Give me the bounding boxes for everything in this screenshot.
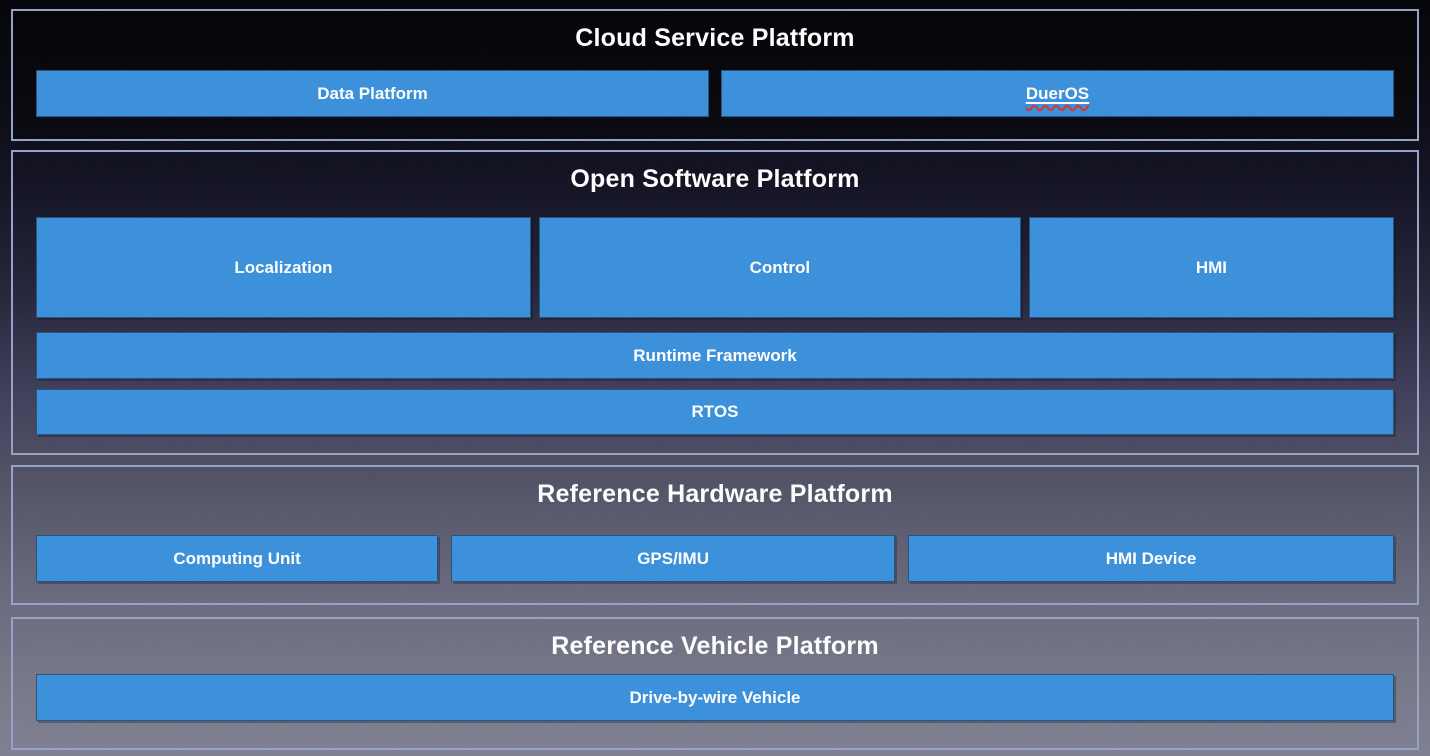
- block-label: Data Platform: [317, 83, 428, 103]
- block-hmi-device: HMI Device: [908, 535, 1394, 582]
- block-rtos: RTOS: [36, 389, 1394, 435]
- block-label: Runtime Framework: [633, 345, 797, 365]
- block-localization: Localization: [36, 217, 531, 318]
- section-title-cloud-service-platform: Cloud Service Platform: [575, 24, 855, 52]
- block-label: HMI: [1195, 257, 1227, 277]
- hardware-blocks-row: Computing Unit GPS/IMU HMI Device: [36, 535, 1394, 582]
- section-open-software-platform: Open Software Platform Localization Cont…: [11, 150, 1419, 455]
- cloud-blocks-row: Data Platform DuerOS: [36, 70, 1394, 117]
- underline-solid: DuerOS: [1026, 84, 1089, 104]
- block-label: RTOS: [691, 402, 739, 421]
- block-label: Control: [749, 257, 811, 277]
- block-drive-by-wire-vehicle: Drive-by-wire Vehicle: [36, 674, 1394, 721]
- software-blocks-row: Localization Control HMI: [36, 217, 1394, 318]
- block-label: Localization: [234, 257, 333, 277]
- block-label: Computing Unit: [173, 548, 301, 568]
- section-reference-vehicle-platform: Reference Vehicle Platform Drive-by-wire…: [11, 617, 1419, 750]
- block-label: HMI Device: [1105, 548, 1197, 568]
- block-label: Drive-by-wire Vehicle: [629, 687, 801, 707]
- section-title-open-software-platform: Open Software Platform: [570, 165, 860, 193]
- section-reference-hardware-platform: Reference Hardware Platform Computing Un…: [11, 465, 1419, 605]
- block-dueros: DuerOS: [721, 70, 1394, 117]
- section-title-reference-hardware-platform: Reference Hardware Platform: [537, 480, 893, 508]
- block-label: GPS/IMU: [637, 548, 709, 568]
- block-label-spellchecked: DuerOS: [1025, 83, 1090, 103]
- block-control: Control: [538, 217, 1021, 318]
- block-hmi: HMI: [1028, 217, 1394, 318]
- section-title-reference-vehicle-platform: Reference Vehicle Platform: [551, 632, 879, 660]
- block-data-platform: Data Platform: [36, 70, 709, 117]
- block-gps-imu: GPS/IMU: [451, 535, 896, 582]
- block-runtime-framework: Runtime Framework: [36, 332, 1394, 379]
- section-cloud-service-platform: Cloud Service Platform Data Platform Due…: [11, 9, 1419, 141]
- block-computing-unit: Computing Unit: [36, 535, 439, 582]
